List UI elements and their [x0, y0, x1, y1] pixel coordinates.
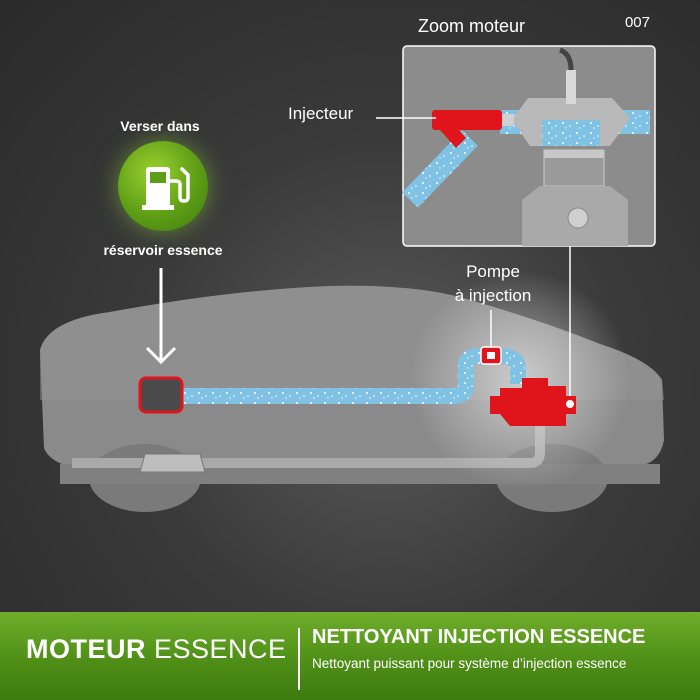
tank-label: réservoir essence [103, 242, 223, 258]
image-code: 007 [624, 14, 650, 31]
engine-type-bold: MOTEUR [26, 634, 146, 664]
footer-divider [298, 628, 300, 690]
footer-banner [0, 612, 700, 700]
product-subtitle: Nettoyant puissant pour système d’inject… [312, 656, 627, 671]
pump-label: Pompe à injection [438, 260, 548, 308]
pump-label-line2: à injection [454, 286, 532, 305]
pump-label-line1: Pompe [466, 262, 520, 281]
engine-type-light: ESSENCE [154, 634, 287, 664]
engine-block [490, 378, 576, 426]
injector-body [432, 110, 502, 130]
zoom-fuel-pipe [402, 130, 478, 208]
fuel-line [178, 348, 526, 404]
injector-label: Injecteur [288, 104, 354, 123]
zoom-title: Zoom moteur [418, 16, 526, 36]
engine-type-label: MOTEUR ESSENCE [26, 634, 287, 665]
zoom-box [402, 45, 656, 247]
fuel-tank [138, 376, 184, 414]
fuel-pump-icon [142, 167, 190, 210]
fuel-badge [118, 141, 208, 231]
product-title: NETTOYANT INJECTION ESSENCE [312, 626, 646, 648]
pour-label: Verser dans [120, 118, 200, 134]
injection-pump [480, 346, 502, 365]
arrow-down-icon [145, 268, 177, 365]
